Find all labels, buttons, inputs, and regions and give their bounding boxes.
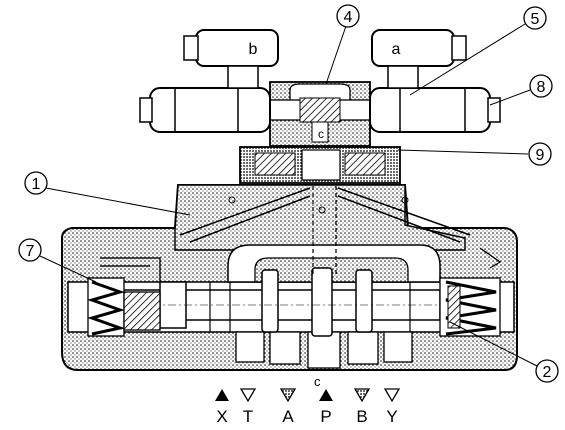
connector-a <box>371 29 467 89</box>
svg-text:1: 1 <box>32 176 41 193</box>
solenoid-left <box>139 87 271 133</box>
solenoid-right <box>369 87 501 133</box>
callouts: 4 5 8 9 1 7 2 <box>18 4 559 383</box>
port-x: X <box>215 389 229 426</box>
callout-7: 7 <box>18 238 97 283</box>
callout-2: 2 <box>449 321 559 383</box>
intermediate-plate <box>239 146 401 184</box>
svg-text:X: X <box>216 407 227 426</box>
coil-label-a: a <box>392 41 401 58</box>
connector-b <box>183 29 279 89</box>
right-spring <box>439 247 502 337</box>
svg-text:Y: Y <box>386 407 397 426</box>
svg-text:B: B <box>356 407 367 426</box>
main-c-label: c <box>314 374 321 389</box>
pilot-valve-body <box>254 81 386 147</box>
svg-text:2: 2 <box>543 364 552 381</box>
svg-text:7: 7 <box>26 243 35 260</box>
svg-text:9: 9 <box>536 147 545 164</box>
svg-text:T: T <box>243 407 253 426</box>
pilot-c-label: c <box>318 127 324 141</box>
coil-label-b: b <box>249 41 258 58</box>
port-a: A <box>279 388 297 426</box>
callout-8: 8 <box>489 74 553 106</box>
svg-text:A: A <box>282 407 294 426</box>
svg-text:P: P <box>320 407 331 426</box>
svg-text:4: 4 <box>344 9 353 26</box>
port-y: Y <box>383 388 401 426</box>
port-p: P <box>319 389 333 426</box>
port-labels: X T A P B Y <box>215 388 401 426</box>
callout-9: 9 <box>397 142 552 166</box>
left-spring <box>87 257 161 337</box>
pilot-channels <box>179 186 471 275</box>
port-t: T <box>239 388 257 426</box>
main-spool <box>119 267 441 337</box>
svg-text:5: 5 <box>531 11 540 28</box>
callout-5: 5 <box>409 6 547 96</box>
callout-1: 1 <box>24 171 191 216</box>
callout-4: 4 <box>325 4 360 85</box>
port-b: B <box>353 388 371 426</box>
svg-text:8: 8 <box>537 79 546 96</box>
